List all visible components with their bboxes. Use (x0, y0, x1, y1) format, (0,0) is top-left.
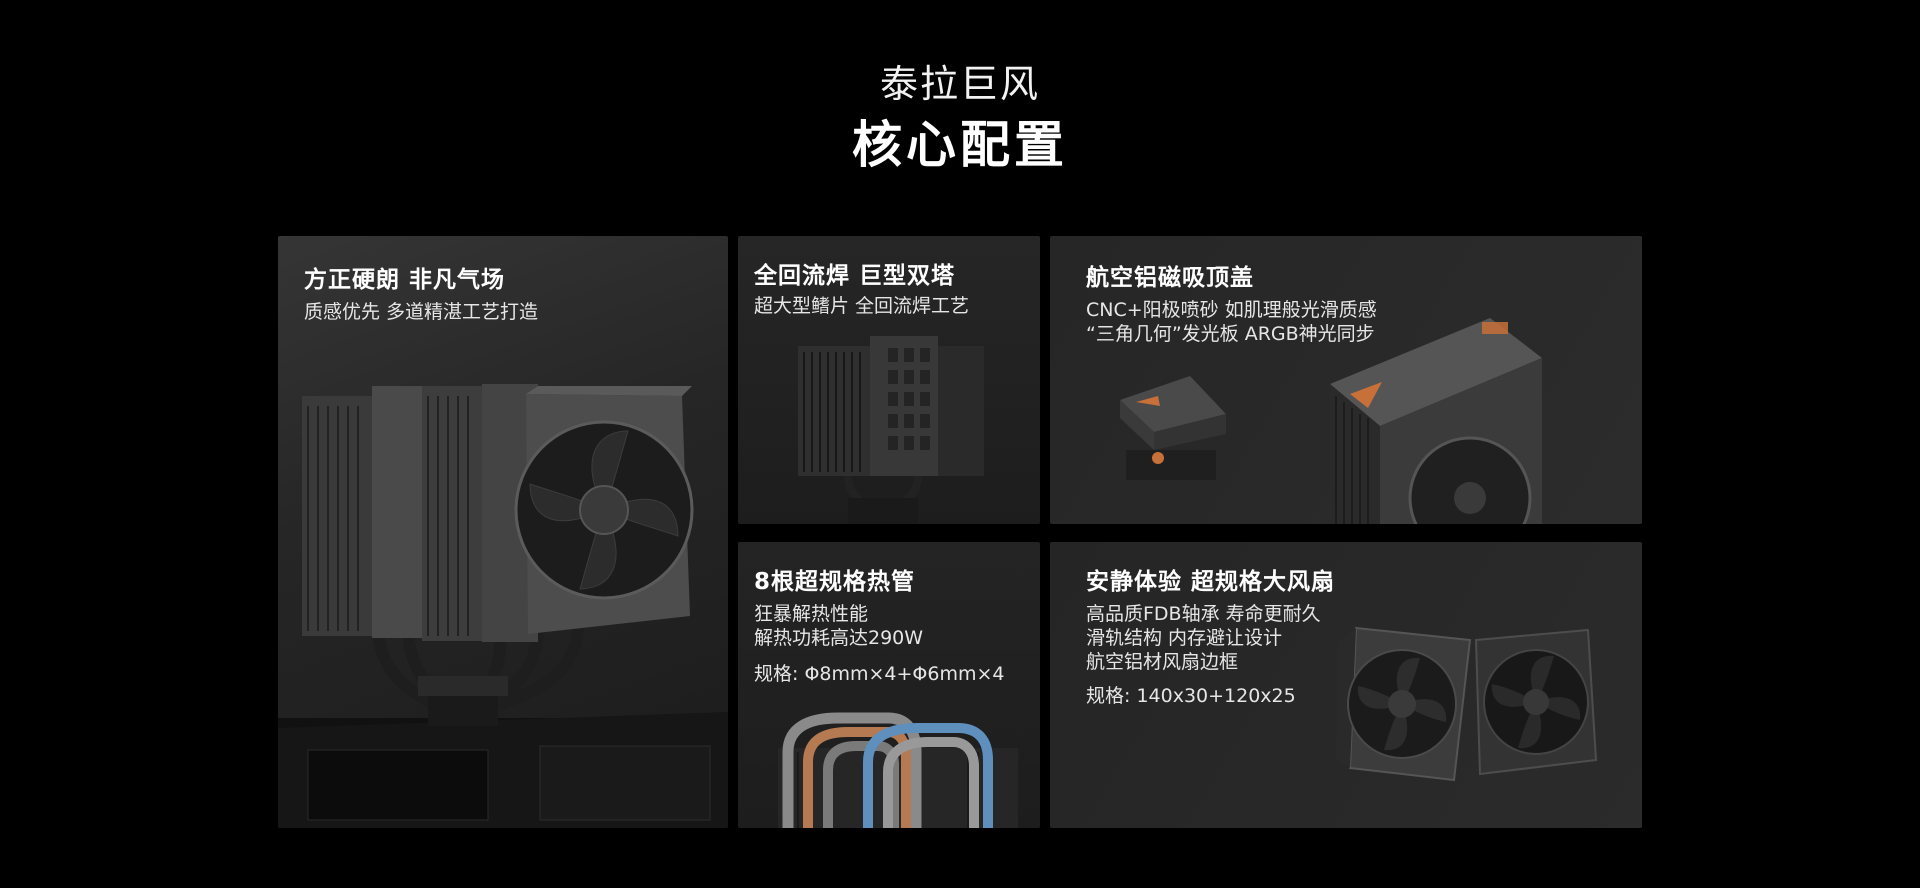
card-desc-line-3: 航空铝材风扇边框 (1086, 651, 1239, 673)
cooler-image (278, 384, 728, 828)
fin-tower-image (798, 336, 984, 524)
card-title: 方正硬朗 非凡气场 (304, 267, 506, 293)
card-title: 8根超规格热管 (754, 569, 916, 595)
card-desc-line-2: 滑轨结构 内存避让设计 (1086, 627, 1283, 649)
card-desc: 超大型鳍片 全回流焊工艺 (754, 295, 970, 317)
page-title: 核心配置 (852, 116, 1068, 174)
page-header: 泰拉巨风 核心配置 (0, 58, 1920, 178)
magnetic-cover-image (1120, 318, 1542, 524)
card-desc-line-2: “三角几何”发光板 ARGB神光同步 (1086, 323, 1375, 345)
card-desc-line-1: 高品质FDB轴承 寿命更耐久 (1086, 603, 1321, 625)
card-desc-line-1: CNC+阳极喷砂 如肌理般光滑质感 (1086, 299, 1377, 321)
card-title: 安静体验 超规格大风扇 (1086, 569, 1336, 595)
card-desc-line-1: 狂暴解热性能 (754, 603, 869, 625)
card-title: 航空铝磁吸顶盖 (1086, 265, 1254, 291)
fans-image (1336, 626, 1598, 782)
cover-card: 航空铝磁吸顶盖 CNC+阳极喷砂 如肌理般光滑质感 “三角几何”发光板 ARGB… (1050, 236, 1642, 524)
product-name: 泰拉巨风 (879, 62, 1040, 106)
heatpipe-image (778, 712, 1018, 828)
design-card: 方正硬朗 非凡气场 质感优先 多道精湛工艺打造 (278, 236, 728, 828)
heatpipe-card: 8根超规格热管 狂暴解热性能 解热功耗高达290W 规格: Φ8mm×4+Φ6m… (738, 542, 1040, 828)
card-spec: 规格: 140x30+120x25 (1086, 685, 1296, 707)
card-desc-line-2: 解热功耗高达290W (754, 627, 924, 649)
card-desc: 质感优先 多道精湛工艺打造 (304, 301, 539, 323)
tower-card: 全回流焊 巨型双塔 超大型鳍片 全回流焊工艺 (738, 236, 1040, 524)
fan-card: 安静体验 超规格大风扇 高品质FDB轴承 寿命更耐久 滑轨结构 内存避让设计 航… (1050, 542, 1642, 828)
card-spec: 规格: Φ8mm×4+Φ6mm×4 (754, 663, 1005, 685)
card-title: 全回流焊 巨型双塔 (754, 263, 956, 289)
